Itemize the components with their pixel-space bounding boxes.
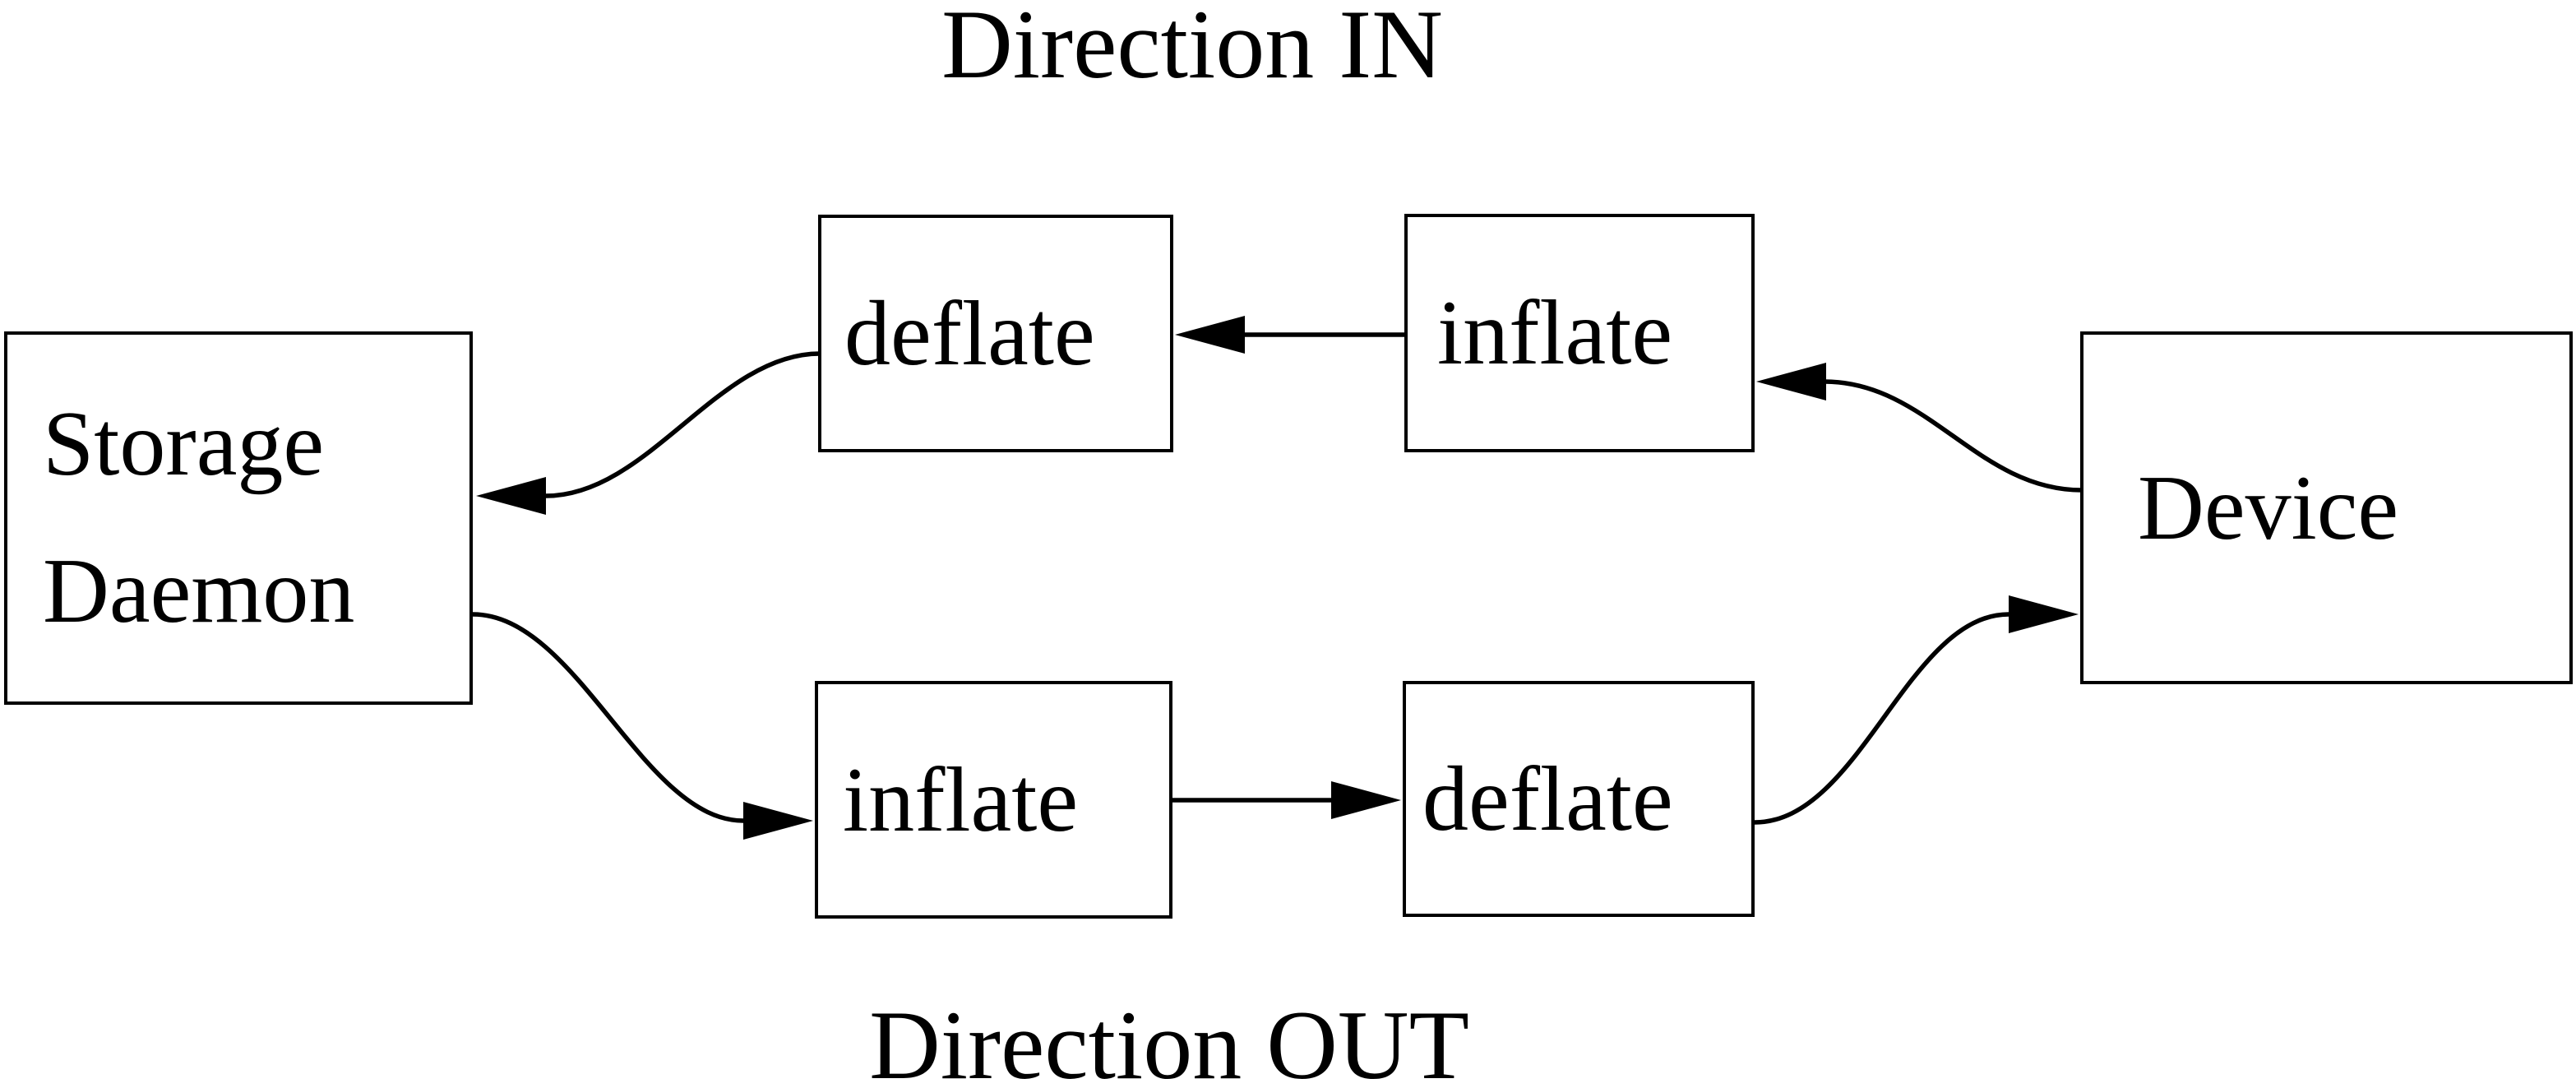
deflate-in-label: deflate — [844, 282, 1095, 385]
arrowhead-left-icon — [476, 477, 546, 515]
title-direction-out: Direction OUT — [869, 990, 1469, 1088]
node-device: Device — [2080, 331, 2573, 684]
arrow-deflate-to-storage-in — [476, 351, 821, 515]
arrow-inflate-to-deflate-out — [1172, 781, 1401, 819]
node-deflate-out: deflate — [1403, 681, 1755, 917]
arrow-inflate-to-deflate-in — [1175, 316, 1404, 354]
node-deflate-in: deflate — [818, 215, 1173, 452]
arrow-deflate-to-device-out — [1754, 595, 2079, 825]
arrowhead-left-icon — [1756, 363, 1826, 400]
node-inflate-out: inflate — [815, 681, 1172, 919]
title-direction-in: Direction IN — [941, 0, 1443, 99]
device-label: Device — [2138, 456, 2399, 559]
arrowhead-right-icon — [1331, 781, 1401, 819]
node-storage-daemon: Storage Daemon — [4, 331, 473, 705]
arrowhead-right-icon — [2009, 595, 2079, 633]
storage-daemon-label-line1: Storage — [43, 392, 325, 495]
arrow-device-to-inflate-in — [1756, 363, 2083, 493]
arrowhead-right-icon — [743, 802, 813, 840]
inflate-out-label: inflate — [843, 748, 1079, 851]
inflate-in-label: inflate — [1437, 282, 1673, 384]
deflate-out-label: deflate — [1422, 748, 1673, 850]
storage-daemon-label-line2: Daemon — [43, 540, 355, 642]
node-inflate-in: inflate — [1404, 214, 1755, 452]
arrowhead-left-icon — [1175, 316, 1245, 354]
arrow-storage-to-inflate-out — [472, 612, 813, 840]
